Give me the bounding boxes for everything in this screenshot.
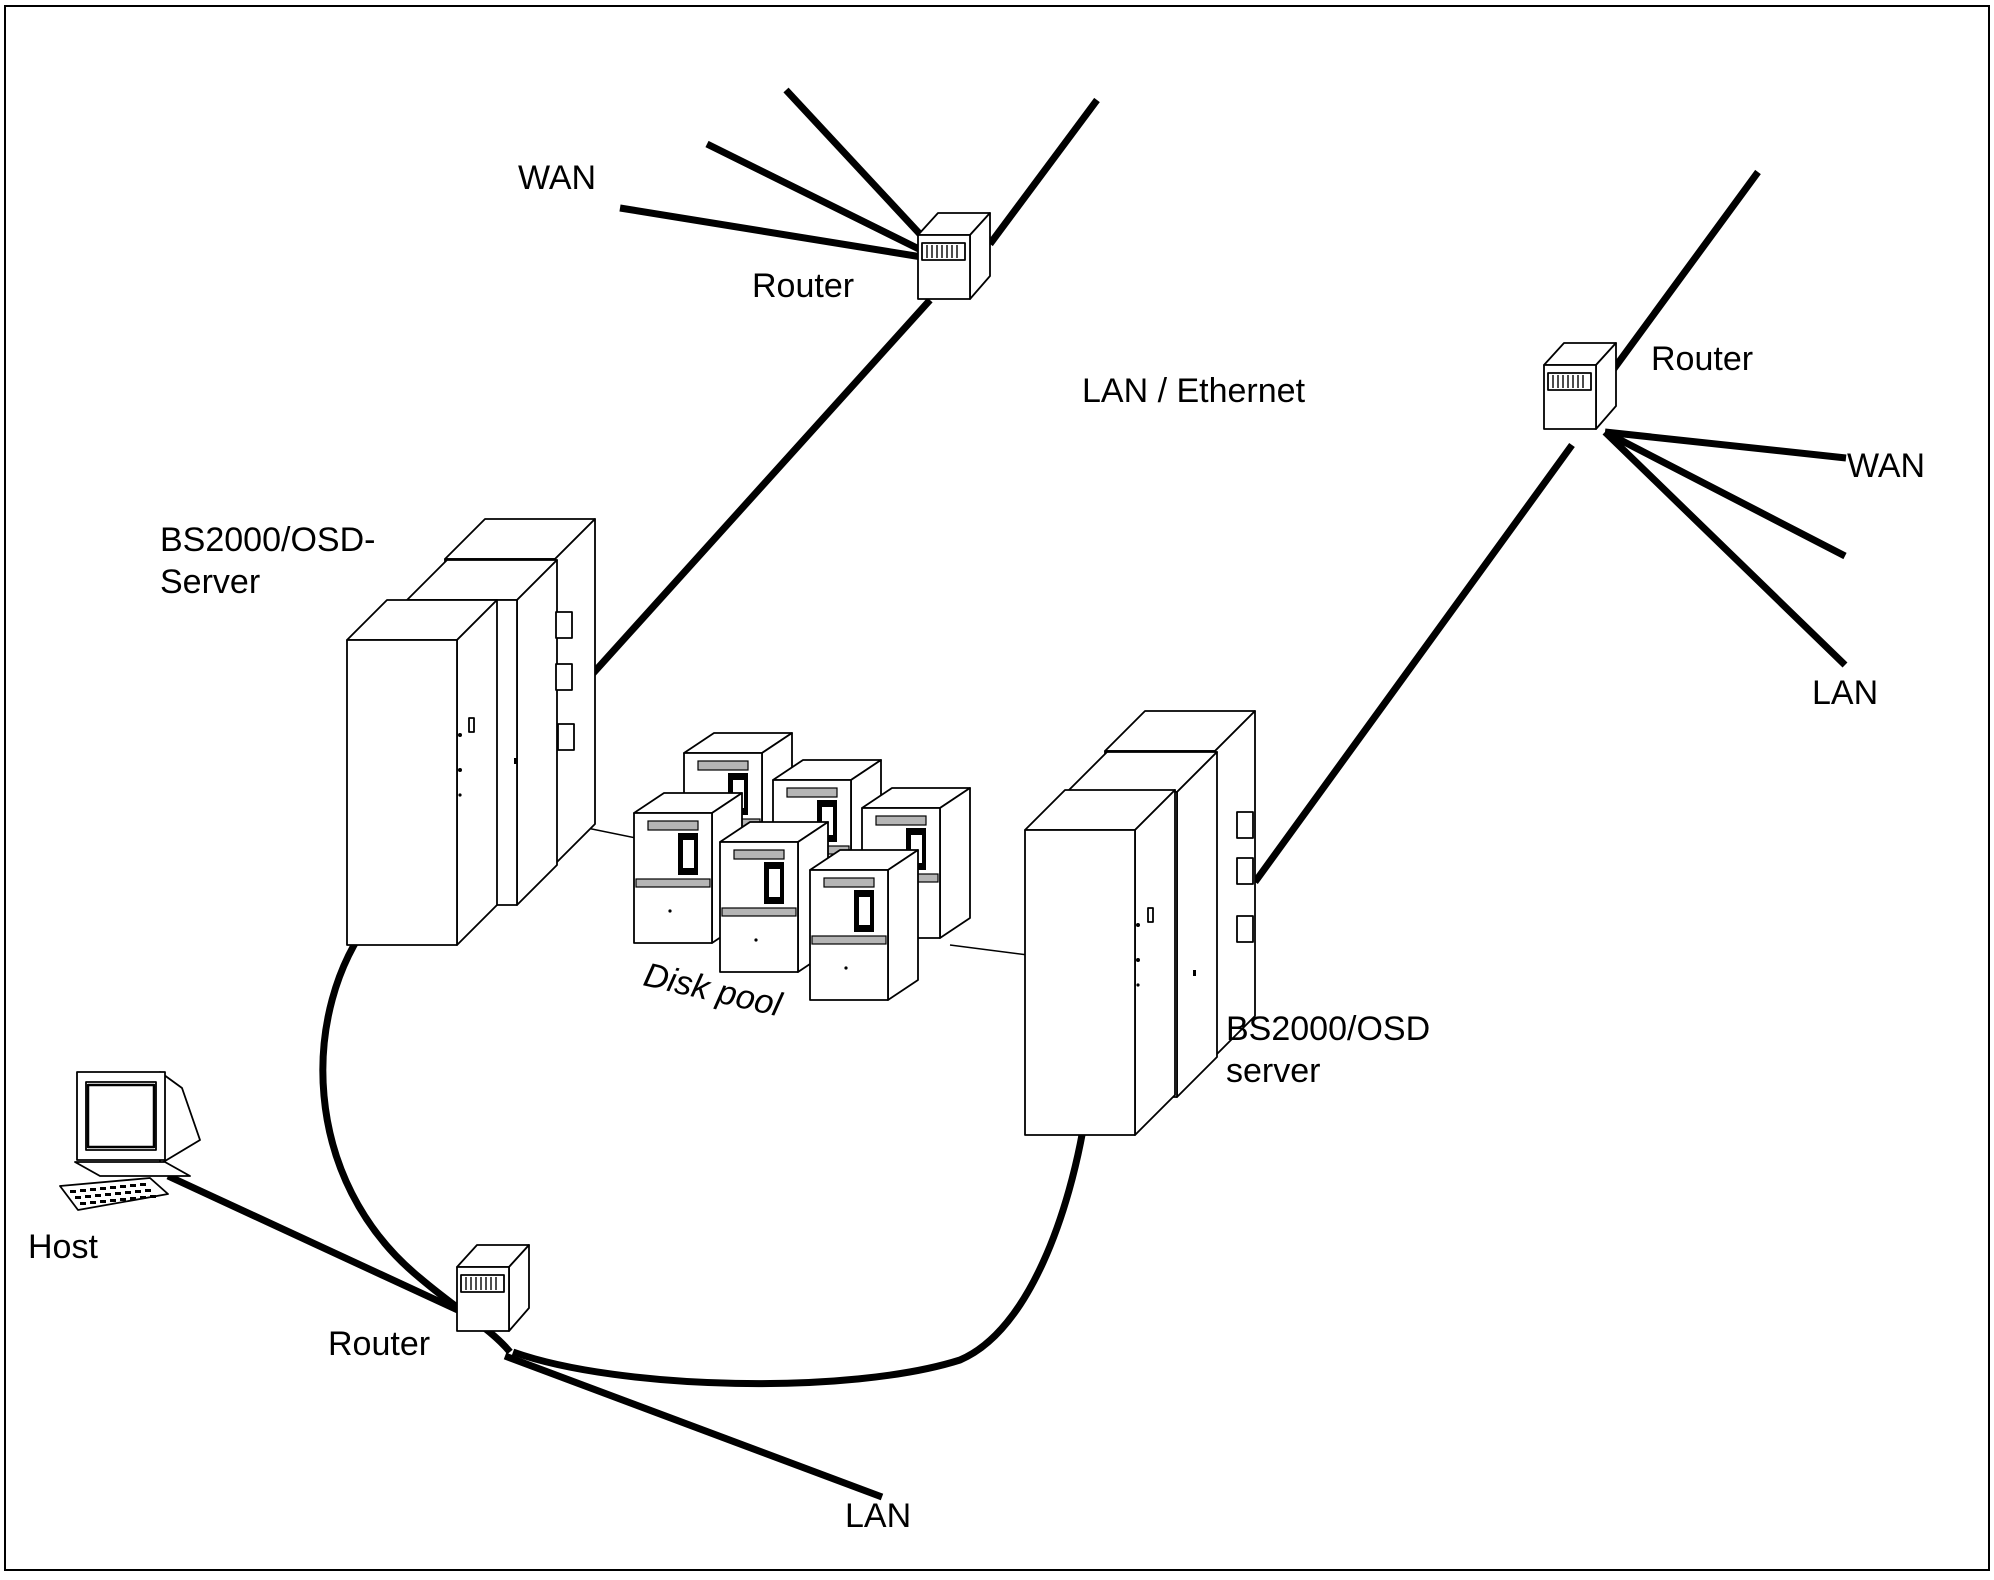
router-icon: [1543, 342, 1617, 430]
disk-pool[interactable]: [633, 732, 971, 1001]
server-left-panels: [458, 611, 575, 797]
disk-unit-icon: [809, 849, 919, 1001]
label-server-left-line1: BS2000/OSD-: [160, 521, 375, 559]
network-cables: [166, 87, 1848, 1501]
wan-line-right-2: [1603, 428, 1847, 560]
wan-line-top-1: [619, 204, 929, 262]
diagram-frame: [4, 5, 1990, 1571]
label-router-right: Router: [1651, 340, 1753, 378]
host-workstation[interactable]: [59, 1071, 201, 1211]
computer-workstation-icon: [59, 1071, 201, 1211]
label-wan-top: WAN: [518, 159, 596, 197]
server-cabinet-icon: [1024, 789, 1176, 1136]
wan-line-top-3: [783, 87, 934, 249]
label-server-left-line2: Server: [160, 563, 260, 601]
label-host: Host: [28, 1228, 98, 1266]
label-router-top: Router: [752, 267, 854, 305]
lan-link-router-right-to-server-right: [1252, 442, 1575, 885]
label-lan-bottom: LAN: [845, 1497, 911, 1535]
label-lan-right: LAN: [1812, 674, 1878, 712]
router-icon: [917, 212, 991, 300]
backbone-right-end: [1610, 169, 1761, 373]
backbone-top-end: [987, 97, 1100, 247]
wan-line-top-2: [705, 140, 927, 256]
router-right[interactable]: [1543, 342, 1617, 430]
server-cabinet-icon: [346, 599, 498, 946]
server-right[interactable]: [1024, 710, 1256, 1136]
labels: WAN Router LAN / Ethernet Router WAN LAN…: [28, 159, 1925, 1535]
ring-bottom-arc: [511, 1117, 1089, 1388]
label-router-bottom: Router: [328, 1325, 430, 1363]
label-lan-ethernet: LAN / Ethernet: [1082, 372, 1306, 410]
label-server-right-line2: server: [1226, 1052, 1320, 1090]
label-server-right-line1: BS2000/OSD: [1226, 1010, 1430, 1048]
server-left[interactable]: [346, 518, 596, 946]
server-right-panels: [1136, 811, 1254, 987]
lan-line-right: [1602, 429, 1848, 668]
wan-line-right-1: [1604, 428, 1847, 462]
router-icon: [456, 1244, 530, 1332]
lan-link-router-top-to-server-left: [575, 297, 933, 693]
router-top[interactable]: [917, 212, 991, 300]
server-right-disk-link: [949, 944, 1029, 956]
router-bottom[interactable]: [456, 1244, 530, 1332]
host-link: [166, 1172, 464, 1316]
lan-line-bottom: [503, 1352, 884, 1501]
label-wan-right: WAN: [1847, 447, 1925, 485]
